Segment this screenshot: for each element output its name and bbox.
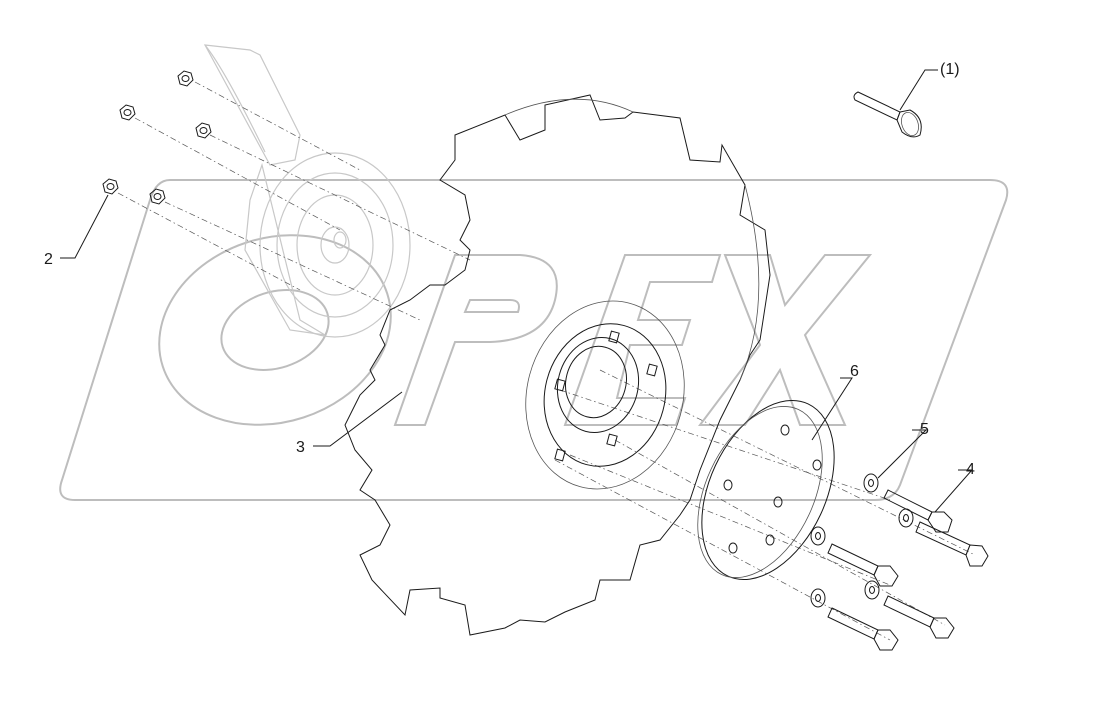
hex-bolt — [883, 489, 953, 533]
nut — [195, 122, 212, 139]
nut — [149, 188, 166, 205]
callout-6: 6 — [850, 363, 859, 380]
ghost-hub-assembly — [203, 44, 411, 338]
washer — [810, 588, 826, 608]
watermark-frame — [59, 179, 1009, 501]
nut — [177, 70, 194, 87]
hex-bolt — [883, 595, 955, 639]
leader-lines — [60, 69, 974, 513]
washers — [810, 473, 914, 608]
carriage-bolt — [853, 91, 922, 138]
hex-bolts — [827, 489, 989, 651]
hex-bolt — [827, 607, 899, 651]
callout-5: 5 — [920, 421, 929, 438]
callout-2: 2 — [44, 251, 53, 268]
washer — [810, 526, 826, 546]
callout-4: 4 — [966, 461, 975, 478]
assembly-axes — [117, 81, 976, 641]
watermark-letters — [158, 234, 873, 426]
washer — [863, 473, 879, 493]
nut — [119, 104, 136, 121]
callout-labels: 2 3 6 5 4 (1) — [44, 61, 975, 478]
nuts — [102, 70, 212, 205]
callout-3: 3 — [296, 439, 305, 456]
nut — [102, 178, 119, 195]
disc-outline — [344, 94, 771, 636]
callout-1: (1) — [940, 61, 960, 78]
watermark — [59, 179, 1009, 501]
flange-plate — [697, 399, 835, 581]
notched-disc — [344, 94, 771, 636]
hex-bolt — [827, 543, 899, 587]
hex-bolt — [915, 521, 989, 567]
washer — [864, 580, 880, 600]
